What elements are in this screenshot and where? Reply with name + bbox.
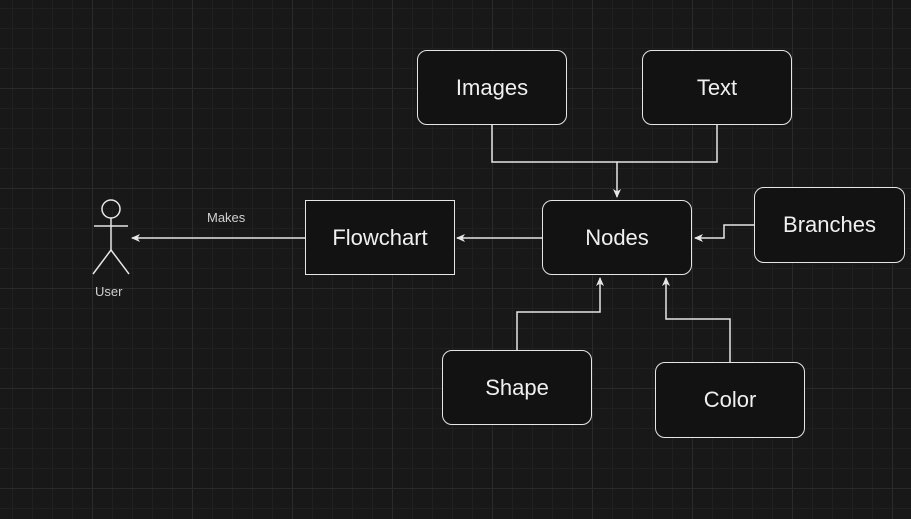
- node-color-label: Color: [703, 387, 757, 412]
- node-images[interactable]: Images: [417, 50, 567, 125]
- stick-figure-icon: [92, 199, 130, 275]
- node-shape[interactable]: Shape: [442, 350, 592, 425]
- edge-branches-to-nodes: [694, 224, 754, 242]
- node-shape-label: Shape: [485, 374, 549, 400]
- node-text[interactable]: Text: [642, 50, 792, 125]
- node-nodes-label: Nodes: [585, 224, 649, 250]
- node-color[interactable]: Color: [655, 362, 805, 438]
- edge-text-to-nodes: [617, 125, 718, 163]
- actor-user-label: User: [95, 284, 123, 299]
- edge-shape-to-nodes: [516, 277, 604, 350]
- node-images-label: Images: [455, 74, 529, 100]
- node-nodes[interactable]: Nodes: [542, 200, 692, 275]
- node-text-label: Text: [696, 74, 738, 100]
- edge-label-makes: Makes: [207, 210, 246, 225]
- node-flowchart[interactable]: Flowchart: [305, 200, 455, 275]
- node-branches-label: Branches: [783, 212, 876, 237]
- node-branches[interactable]: Branches: [754, 187, 905, 263]
- node-flowchart-label: Flowchart: [332, 224, 428, 250]
- edge-color-to-nodes: [662, 277, 731, 362]
- edge-images-to-nodes: [491, 125, 621, 198]
